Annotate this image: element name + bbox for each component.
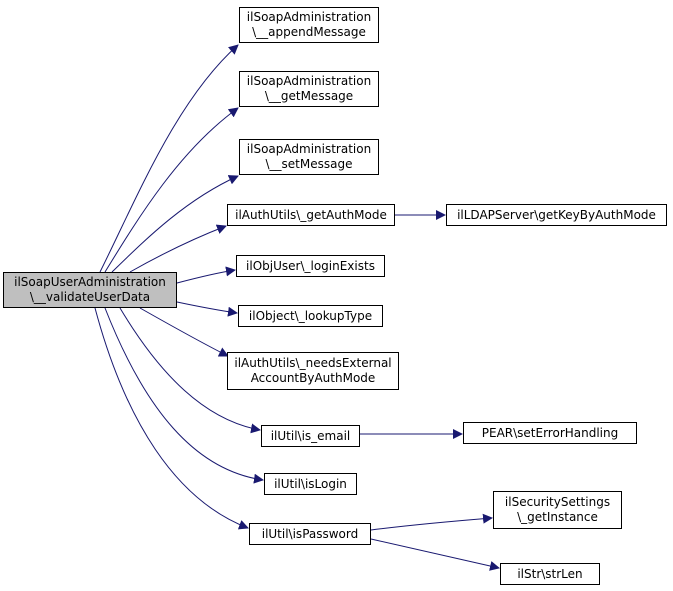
node-label-line: ilSecuritySettings — [504, 495, 611, 509]
node-label-line: ilObjUser\_loginExists — [246, 258, 375, 273]
edge-root-to-setmsg — [111, 175, 239, 273]
node-islogin[interactable]: ilUtil\isLogin — [264, 473, 357, 495]
node-setmsg[interactable]: ilSoapAdministration\__setMessage — [239, 139, 379, 175]
node-label-line: \_getInstance — [517, 510, 598, 524]
edge-root-to-islogin — [104, 307, 264, 484]
node-label-line: ilSoapAdministration — [246, 142, 372, 156]
node-lookup[interactable]: ilObject\_lookupType — [238, 305, 383, 327]
node-login[interactable]: ilObjUser\_loginExists — [236, 255, 385, 277]
node-label-line: \__getMessage — [264, 89, 354, 103]
edge-root-to-email — [119, 307, 261, 434]
edge-root-to-needs — [139, 307, 229, 357]
edge-root-to-append — [99, 44, 239, 273]
node-label-line: ilSoapAdministration — [246, 74, 372, 88]
node-label-line: ilObject\_lookupType — [248, 308, 373, 323]
node-label-line: AccountByAuthMode — [250, 371, 376, 385]
node-label-line: \__setMessage — [265, 157, 353, 171]
edge-root-to-login — [176, 266, 236, 284]
node-label-line: ilLDAPServer\getKeyByAuthMode — [457, 207, 656, 222]
edge-root-to-ispass — [94, 307, 249, 530]
node-label-line: ilUtil\isPassword — [261, 526, 359, 541]
node-label-line: ilAuthUtils\_getAuthMode — [235, 207, 387, 222]
node-getmsg[interactable]: ilSoapAdministration\__getMessage — [239, 71, 379, 107]
node-secset[interactable]: ilSecuritySettings\_getInstance — [493, 491, 622, 529]
node-label-line: \__validateUserData — [29, 290, 151, 304]
node-label-line: ilAuthUtils\_needsExternal — [234, 356, 392, 370]
node-strlen[interactable]: ilStr\strLen — [500, 563, 600, 585]
node-ldap[interactable]: ilLDAPServer\getKeyByAuthMode — [446, 204, 667, 226]
node-label-line: ilUtil\isLogin — [274, 476, 347, 491]
edge-root-to-lookup — [176, 301, 238, 317]
node-label-line: ilSoapUserAdministration — [14, 275, 166, 289]
edge-root-to-getmsg — [104, 107, 239, 273]
edge-ispass-to-strlen — [370, 538, 500, 571]
node-pear[interactable]: PEAR\setErrorHandling — [463, 422, 637, 444]
node-getauth[interactable]: ilAuthUtils\_getAuthMode — [227, 204, 395, 226]
node-email[interactable]: ilUtil\is_email — [261, 425, 360, 447]
node-root: ilSoapUserAdministration\__validateUserD… — [3, 272, 177, 308]
node-label-line: ilUtil\is_email — [270, 428, 351, 443]
node-ispass[interactable]: ilUtil\isPassword — [249, 523, 371, 545]
node-label-line: ilStr\strLen — [517, 566, 583, 581]
node-label-line: \__appendMessage — [252, 25, 366, 39]
node-label-line: ilSoapAdministration — [246, 10, 372, 24]
edge-root-to-getauth — [129, 224, 227, 273]
edge-ispass-to-secset — [370, 513, 493, 531]
node-append[interactable]: ilSoapAdministration\__appendMessage — [239, 7, 379, 43]
node-label-line: PEAR\setErrorHandling — [481, 425, 619, 440]
